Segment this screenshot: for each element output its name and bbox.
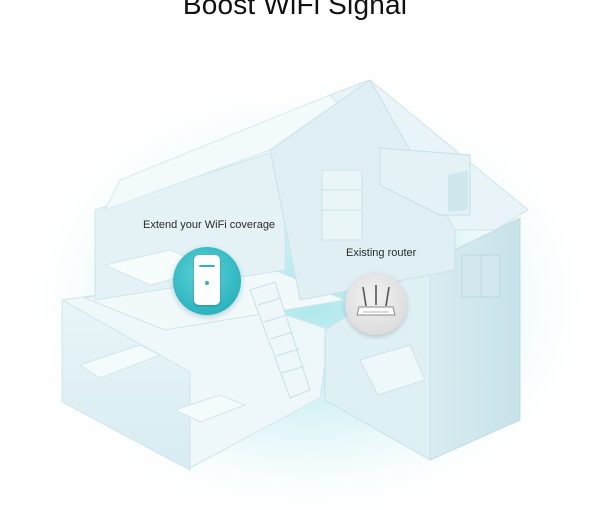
router-label: Existing router [346,247,417,259]
extender-badge [173,247,241,315]
kitchen-counter [78,344,162,379]
left-wall [61,299,191,471]
page-title: Boost WiFi Signal [182,0,408,20]
wifi-router-icon [356,285,396,316]
dormer [379,147,471,216]
dormer-window [448,170,468,212]
range-extender-icon [194,255,220,305]
extender-label: Extend your WiFi coverage [143,219,276,231]
staircase [249,281,311,399]
dining-table [173,394,247,423]
router-badge [345,273,407,335]
bookshelf [321,169,363,241]
sofa [359,344,426,396]
